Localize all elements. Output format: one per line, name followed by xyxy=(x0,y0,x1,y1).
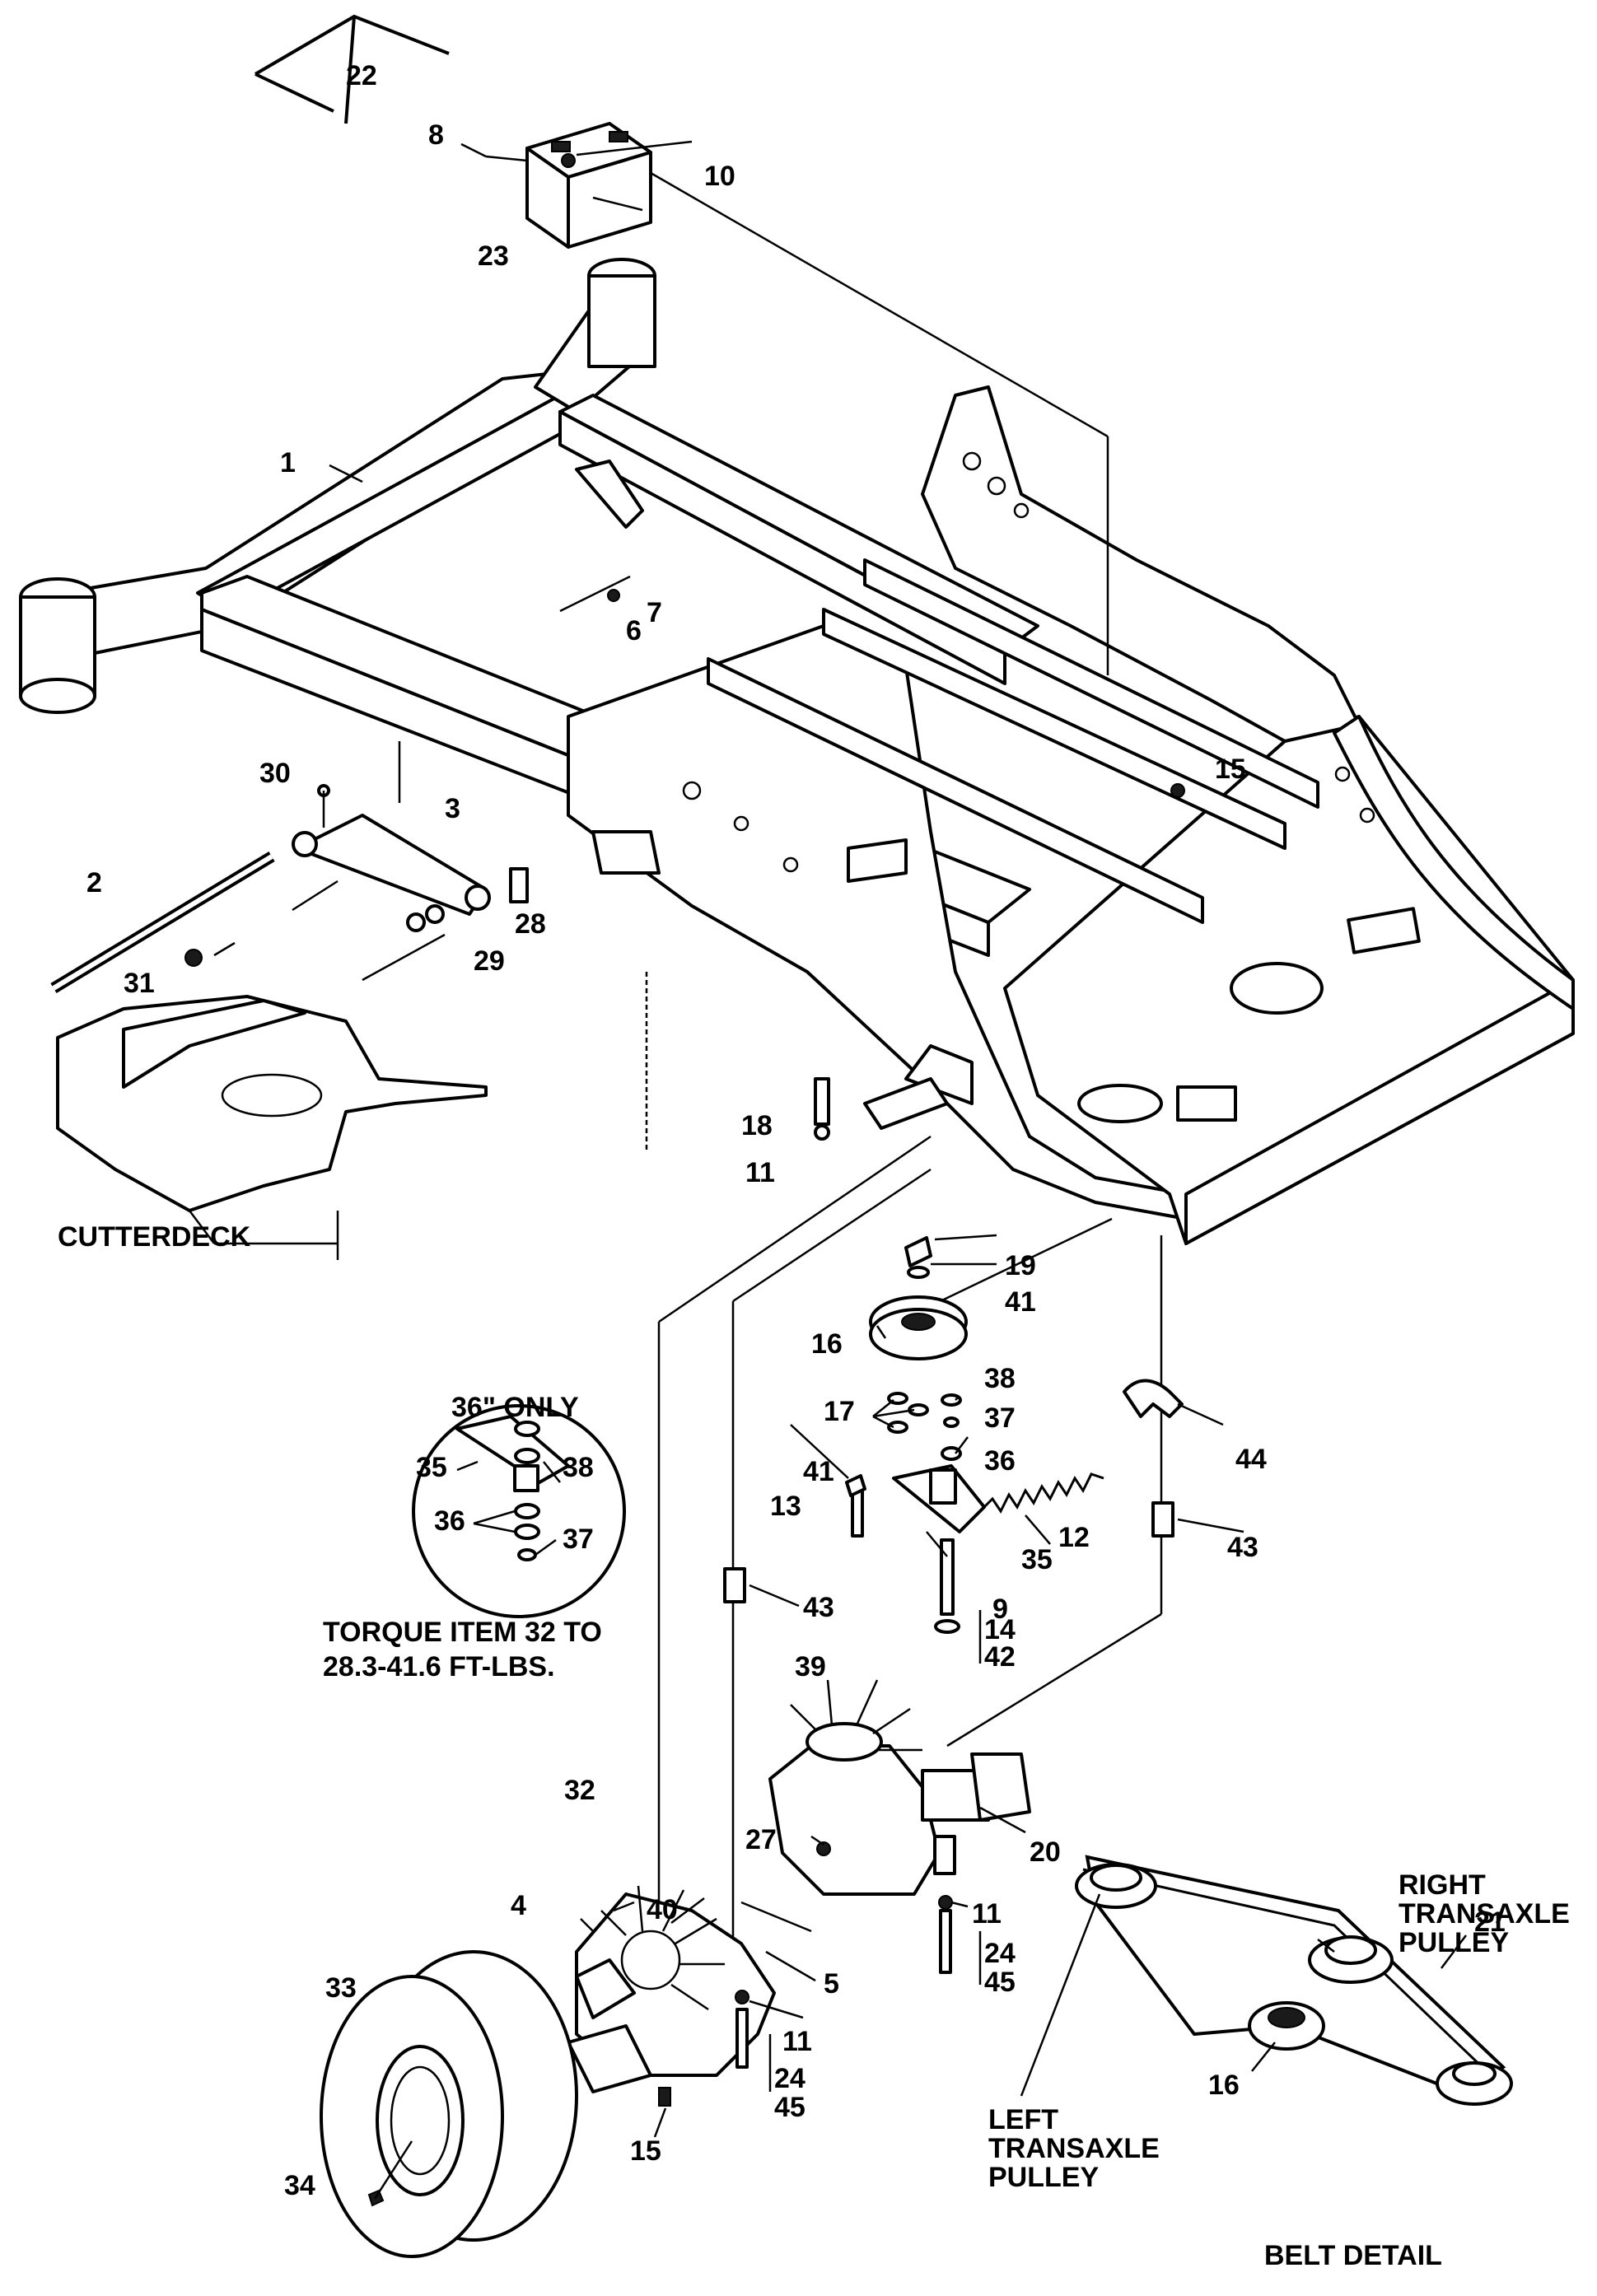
left-pulley-label-3: PULLEY xyxy=(988,2162,1099,2193)
callout-8: 8 xyxy=(428,119,444,151)
right-transaxle xyxy=(768,1679,1031,1974)
callout-20: 20 xyxy=(1030,1836,1061,1868)
callout-31: 31 xyxy=(124,968,155,999)
callout-35-inset: 35 xyxy=(416,1452,447,1483)
belt-guide xyxy=(1123,1379,1184,1418)
callout-36-inset: 36 xyxy=(434,1505,465,1537)
main-frame xyxy=(19,258,1575,1245)
callout-37-inset: 37 xyxy=(563,1524,594,1555)
callout-43-right: 43 xyxy=(1227,1532,1258,1563)
callout-36-stack: 36 xyxy=(984,1445,1016,1477)
callout-10: 10 xyxy=(704,161,735,192)
wheel xyxy=(320,1950,578,2258)
callout-18: 18 xyxy=(741,1110,773,1141)
spring xyxy=(978,1472,1104,1514)
inset-36-only xyxy=(412,1404,626,1618)
belt-detail xyxy=(1075,1855,1513,2106)
cutterdeck-label: CUTTERDECK xyxy=(58,1221,251,1253)
callout-16-belt: 16 xyxy=(1208,2070,1240,2101)
callout-5: 5 xyxy=(824,1968,839,2000)
callout-12: 12 xyxy=(1058,1522,1090,1553)
callout-35-stack: 35 xyxy=(1021,1544,1053,1575)
left-pulley-label-2: TRANSAXLE xyxy=(988,2133,1160,2164)
cutterdeck-fragment xyxy=(56,995,488,1260)
callout-42: 42 xyxy=(984,1641,1016,1673)
callout-28: 28 xyxy=(515,908,546,940)
callout-6: 6 xyxy=(626,615,642,646)
callout-24-left: 24 xyxy=(774,2063,806,2094)
pivot-arm xyxy=(292,814,491,916)
torque-note-line2: 28.3-41.6 FT-LBS. xyxy=(323,1651,555,1682)
callout-34: 34 xyxy=(284,2170,315,2201)
idler-stack xyxy=(845,1236,986,1634)
left-pulley-label-1: LEFT xyxy=(988,2104,1058,2135)
callout-45-right: 45 xyxy=(984,1967,1016,1998)
callout-7: 7 xyxy=(647,597,662,628)
callout-27: 27 xyxy=(745,1824,777,1855)
callout-45-left: 45 xyxy=(774,2092,806,2123)
control-rod xyxy=(50,852,275,993)
callout-32: 32 xyxy=(564,1775,595,1806)
callout-30: 30 xyxy=(259,758,291,789)
callout-19: 19 xyxy=(1005,1250,1036,1281)
callout-3: 3 xyxy=(445,793,460,824)
callout-15-frame: 15 xyxy=(1215,754,1246,785)
callout-11-left: 11 xyxy=(782,2026,812,2057)
callout-29: 29 xyxy=(474,945,505,977)
callout-38-inset: 38 xyxy=(563,1452,594,1483)
callout-9: 9 xyxy=(992,1594,1008,1625)
callout-17: 17 xyxy=(824,1396,855,1427)
right-pulley-label-1: RIGHT xyxy=(1399,1869,1486,1901)
callout-43-left: 43 xyxy=(803,1592,834,1623)
callout-37-stack: 37 xyxy=(984,1402,1016,1434)
callout-1: 1 xyxy=(280,447,296,478)
callout-4: 4 xyxy=(511,1890,526,1921)
callout-13: 13 xyxy=(770,1491,801,1522)
battery-hold-down-rod xyxy=(254,14,450,124)
callout-15-transaxle: 15 xyxy=(630,2135,661,2167)
callout-2: 2 xyxy=(86,867,102,898)
inset-title: 36" ONLY xyxy=(451,1392,579,1423)
callout-11-right: 11 xyxy=(972,1898,1002,1930)
callout-14: 14 xyxy=(984,1614,1016,1645)
callout-38-stack: 38 xyxy=(984,1363,1016,1394)
callout-21: 21 xyxy=(1474,1906,1506,1938)
callout-23: 23 xyxy=(478,240,509,272)
callout-44: 44 xyxy=(1235,1444,1267,1475)
right-pulley-label-2: TRANSAXLE xyxy=(1399,1898,1570,1930)
callout-16-idler: 16 xyxy=(811,1328,843,1360)
callout-40: 40 xyxy=(647,1894,678,1925)
callout-41-side: 41 xyxy=(803,1456,834,1487)
callout-33: 33 xyxy=(325,1972,357,2004)
callout-24-right: 24 xyxy=(984,1938,1016,1969)
callout-22: 22 xyxy=(346,60,377,91)
callout-41-top: 41 xyxy=(1005,1286,1036,1318)
torque-note-line1: TORQUE ITEM 32 TO xyxy=(323,1617,602,1648)
callout-11-top: 11 xyxy=(745,1157,775,1188)
callout-39: 39 xyxy=(795,1651,826,1682)
belt-detail-label: BELT DETAIL xyxy=(1264,2240,1442,2271)
right-pulley-label-3: PULLEY xyxy=(1399,1927,1509,1958)
left-transaxle xyxy=(567,1885,776,2107)
battery xyxy=(525,122,652,249)
